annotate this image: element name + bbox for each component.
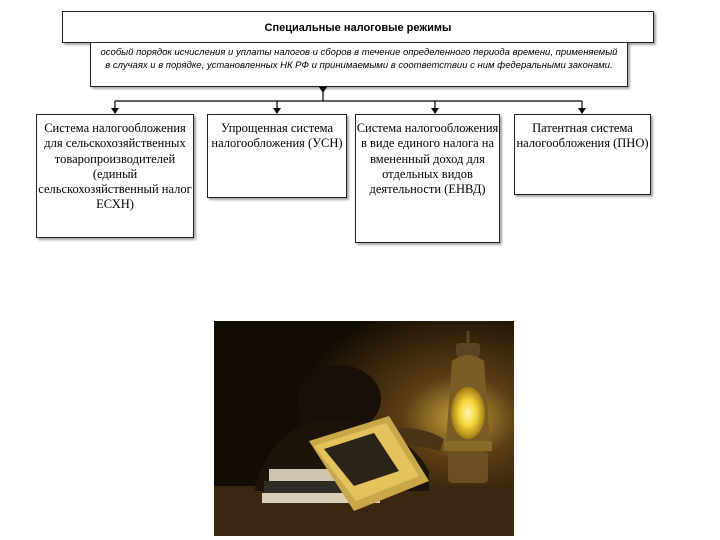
photo-sleeping-student-with-lantern: [214, 321, 514, 536]
regime-box-usn: Упрощенная система налогообложения (УСН): [207, 114, 347, 198]
definition-box: особый порядок исчисления и уплаты налог…: [90, 42, 628, 87]
regime-box-eskhn: Система налогообложения для сельскохозяй…: [36, 114, 194, 238]
regime-box-envd: Система налогообложения в виде единого н…: [355, 114, 500, 243]
diagram-title: Специальные налоговые режимы: [62, 11, 654, 43]
regime-box-pno: Патентная система налогообложения (ПНО): [514, 114, 651, 195]
